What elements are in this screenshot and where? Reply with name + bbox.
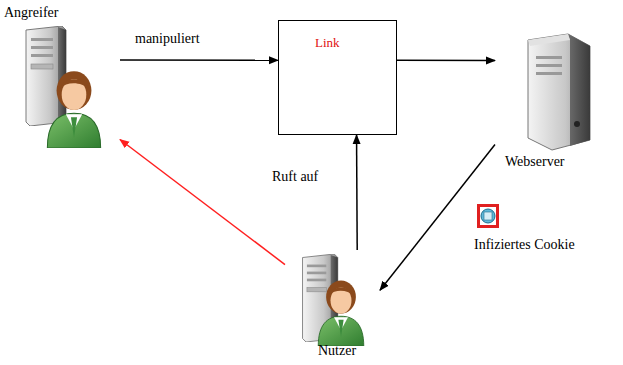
cookie-label: Infiziertes Cookie [474,236,575,253]
cookie-icon [477,204,499,228]
webserver-icon [528,34,590,150]
node-label: Link [315,34,340,51]
node-label: Webserver [505,153,565,170]
arrow [397,60,495,62]
red-arrow [120,140,285,265]
node-label: Angreifer [4,4,58,21]
edge-label: Ruft auf [270,168,320,185]
link-box: Link [278,20,397,135]
arrow [120,59,278,61]
webserver-node: Webserver [495,30,595,175]
arrow [380,145,495,291]
node-label: Nutzer [318,342,356,359]
user-node: Nutzer [285,250,380,362]
attacker-node: Angreifer [0,0,120,150]
arrow [356,135,358,250]
edge-label: manipuliert [133,30,202,47]
